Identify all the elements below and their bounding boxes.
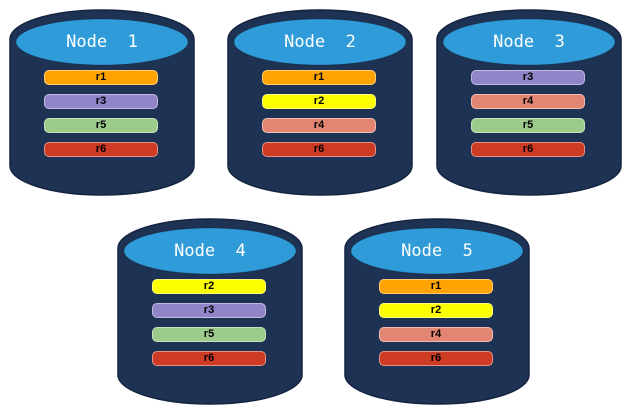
- node-title: Node 4: [174, 241, 246, 261]
- replica-list: r1 r2 r4 r6: [344, 218, 530, 406]
- replica-bar: r6: [262, 142, 376, 157]
- node-5: Node 5 r1 r2 r4 r6: [344, 218, 530, 406]
- replica-bar: r3: [44, 94, 158, 109]
- node-3: Node 3 r3 r4 r5 r6: [436, 9, 622, 197]
- replica-bar: r2: [379, 303, 493, 318]
- node-1: Node 1 r1 r3 r5 r6: [9, 9, 195, 197]
- node-title: Node 2: [284, 32, 356, 52]
- replica-list: r3 r4 r5 r6: [436, 9, 622, 197]
- replica-bar: r1: [262, 70, 376, 85]
- node-title: Node 3: [493, 32, 565, 52]
- node-title: Node 1: [66, 32, 138, 52]
- replica-list: r1 r2 r4 r6: [227, 9, 413, 197]
- node-2: Node 2 r1 r2 r4 r6: [227, 9, 413, 197]
- replica-list: r2 r3 r5 r6: [117, 218, 303, 406]
- replica-bar: r3: [471, 70, 585, 85]
- replica-bar: r6: [379, 351, 493, 366]
- replica-bar: r6: [152, 351, 266, 366]
- replica-bar: r4: [471, 94, 585, 109]
- replica-bar: r5: [44, 118, 158, 133]
- node-title: Node 5: [401, 241, 473, 261]
- replica-bar: r6: [471, 142, 585, 157]
- replica-bar: r4: [379, 327, 493, 342]
- replica-bar: r2: [152, 279, 266, 294]
- replica-bar: r4: [262, 118, 376, 133]
- replica-bar: r3: [152, 303, 266, 318]
- replica-bar: r6: [44, 142, 158, 157]
- replica-bar: r5: [152, 327, 266, 342]
- replica-bar: r5: [471, 118, 585, 133]
- replica-list: r1 r3 r5 r6: [9, 9, 195, 197]
- replica-bar: r1: [379, 279, 493, 294]
- node-4: Node 4 r2 r3 r5 r6: [117, 218, 303, 406]
- replica-bar: r2: [262, 94, 376, 109]
- replica-bar: r1: [44, 70, 158, 85]
